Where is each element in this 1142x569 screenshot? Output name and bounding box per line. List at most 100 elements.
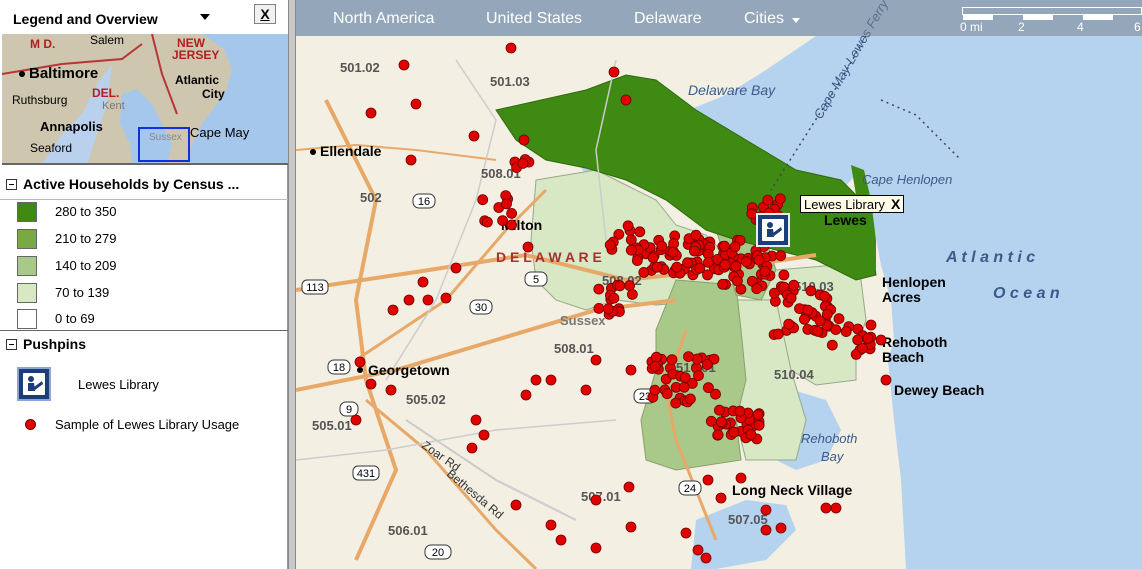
usage-point[interactable] — [671, 261, 683, 273]
usage-point[interactable] — [775, 522, 787, 534]
usage-point[interactable] — [590, 494, 602, 506]
usage-point[interactable] — [785, 292, 797, 304]
usage-point[interactable] — [692, 544, 704, 556]
usage-point[interactable] — [857, 342, 868, 354]
usage-point[interactable] — [649, 360, 661, 372]
usage-point[interactable] — [417, 276, 429, 288]
usage-point[interactable] — [683, 351, 694, 363]
usage-point[interactable] — [505, 42, 517, 54]
usage-point[interactable] — [405, 154, 417, 166]
usage-point[interactable] — [602, 303, 614, 315]
usage-point[interactable] — [702, 269, 713, 281]
usage-point[interactable] — [510, 499, 522, 511]
usage-point[interactable] — [802, 304, 814, 316]
usage-point[interactable] — [728, 426, 740, 438]
usage-point[interactable] — [830, 324, 842, 336]
usage-point[interactable] — [670, 397, 682, 409]
usage-point[interactable] — [613, 228, 625, 240]
usage-point[interactable] — [717, 278, 729, 290]
usage-point[interactable] — [700, 552, 712, 564]
usage-point[interactable] — [593, 302, 605, 314]
usage-point[interactable] — [751, 283, 763, 295]
usage-point[interactable] — [812, 325, 824, 337]
usage-point[interactable] — [735, 472, 747, 484]
usage-point[interactable] — [580, 384, 592, 396]
panel-splitter[interactable] — [288, 0, 296, 569]
collapse-icon[interactable] — [6, 339, 17, 350]
usage-point[interactable] — [759, 265, 771, 277]
close-icon[interactable]: X — [890, 196, 901, 212]
usage-point[interactable] — [775, 250, 787, 262]
usage-point[interactable] — [702, 382, 714, 394]
usage-point[interactable] — [705, 415, 717, 427]
usage-point[interactable] — [403, 294, 415, 306]
usage-point[interactable] — [821, 308, 833, 320]
usage-point[interactable] — [470, 414, 482, 426]
usage-point[interactable] — [622, 220, 634, 232]
collapse-icon[interactable] — [6, 179, 17, 190]
breadcrumb-united-states[interactable]: United States — [486, 10, 583, 27]
usage-point[interactable] — [625, 234, 637, 246]
usage-point[interactable] — [478, 429, 490, 441]
usage-point[interactable] — [667, 246, 679, 258]
usage-point[interactable] — [762, 194, 774, 206]
usage-point[interactable] — [752, 409, 764, 421]
usage-point[interactable] — [477, 194, 489, 206]
chevron-down-icon[interactable] — [792, 18, 800, 23]
usage-point[interactable] — [545, 374, 557, 386]
usage-point[interactable] — [614, 280, 626, 292]
usage-point[interactable] — [710, 388, 721, 400]
usage-point[interactable] — [826, 339, 838, 351]
usage-point[interactable] — [625, 364, 637, 376]
usage-point[interactable] — [830, 502, 842, 514]
overview-map[interactable]: M D. Salem NEW JERSEY Baltimore DEL. Atl… — [2, 34, 288, 165]
usage-point[interactable] — [481, 216, 493, 228]
usage-point[interactable] — [520, 389, 532, 401]
library-reader-icon[interactable] — [756, 213, 790, 247]
usage-point[interactable] — [518, 134, 530, 146]
usage-point[interactable] — [745, 429, 757, 440]
usage-point[interactable] — [819, 290, 830, 302]
usage-point[interactable] — [840, 326, 852, 338]
usage-point[interactable] — [688, 245, 700, 257]
usage-point[interactable] — [354, 356, 366, 368]
usage-point[interactable] — [545, 519, 557, 531]
usage-point[interactable] — [387, 304, 399, 316]
usage-point[interactable] — [772, 328, 784, 340]
usage-point[interactable] — [731, 275, 743, 287]
usage-point[interactable] — [604, 239, 616, 251]
usage-point[interactable] — [466, 442, 478, 454]
usage-point[interactable] — [656, 240, 668, 252]
usage-point[interactable] — [880, 374, 892, 386]
usage-point[interactable] — [365, 378, 377, 390]
usage-point[interactable] — [798, 313, 810, 325]
breadcrumb-delaware[interactable]: Delaware — [634, 10, 702, 27]
usage-point[interactable] — [638, 266, 650, 278]
usage-point[interactable] — [608, 66, 620, 78]
census-tract[interactable] — [851, 165, 876, 270]
usage-point[interactable] — [661, 388, 673, 400]
chevron-down-icon[interactable] — [200, 14, 210, 20]
usage-point[interactable] — [468, 130, 480, 142]
usage-point[interactable] — [875, 334, 887, 346]
usage-point[interactable] — [715, 416, 727, 428]
usage-point[interactable] — [501, 198, 512, 210]
usage-point[interactable] — [608, 292, 620, 304]
census-section-header[interactable]: Active Households by Census ... — [6, 176, 286, 192]
usage-point[interactable] — [680, 527, 692, 539]
legend-title[interactable]: Legend and Overview — [13, 11, 158, 27]
usage-point[interactable] — [715, 492, 727, 504]
usage-point[interactable] — [702, 474, 714, 486]
usage-point[interactable] — [625, 521, 637, 533]
pushpins-section-header[interactable]: Pushpins — [6, 336, 86, 352]
usage-point[interactable] — [682, 257, 693, 269]
usage-point[interactable] — [820, 502, 832, 514]
usage-point[interactable] — [620, 94, 632, 106]
usage-point[interactable] — [623, 481, 635, 493]
usage-point[interactable] — [833, 313, 845, 325]
usage-point[interactable] — [679, 372, 691, 384]
usage-point[interactable] — [593, 283, 605, 295]
usage-point[interactable] — [690, 229, 702, 241]
usage-point[interactable] — [666, 354, 678, 366]
usage-point[interactable] — [694, 262, 706, 274]
